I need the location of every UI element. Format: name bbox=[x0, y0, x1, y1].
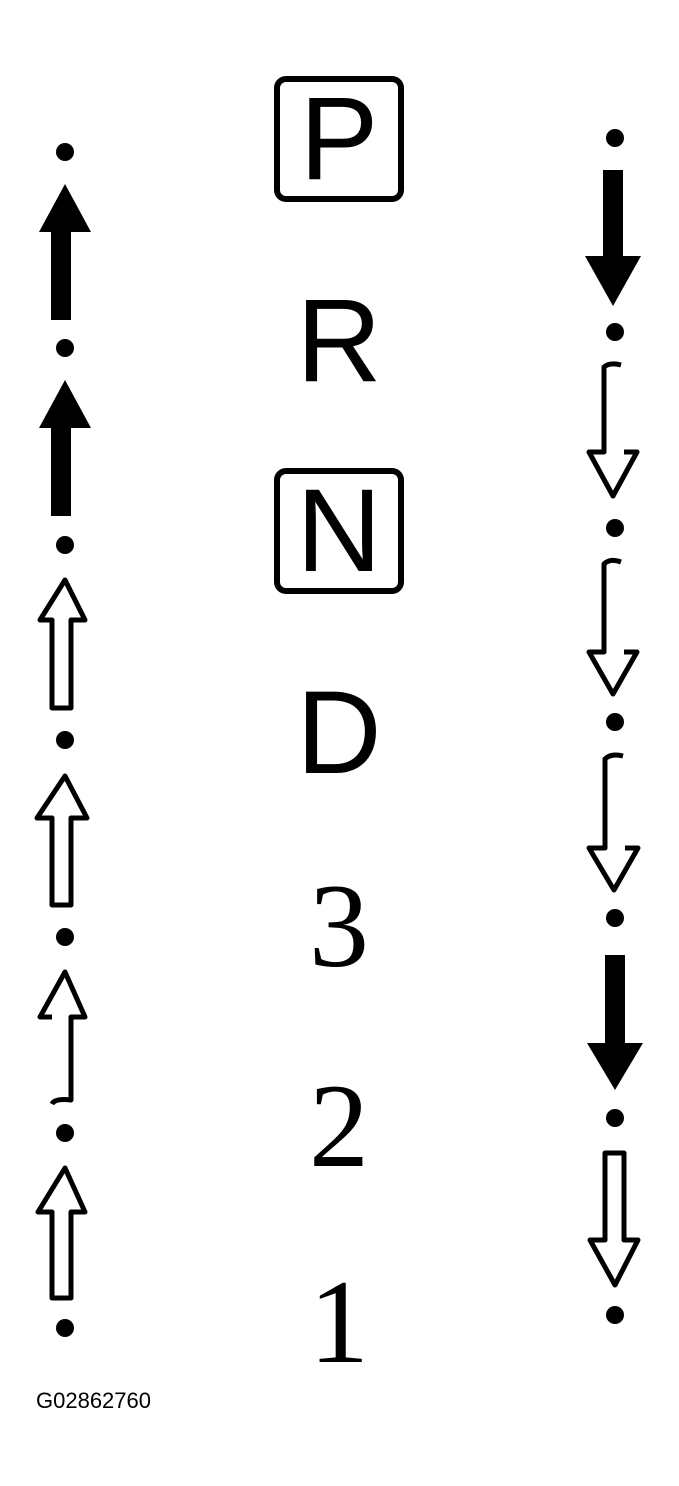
gear-position-1: 1 bbox=[274, 1262, 404, 1382]
gear-label: N bbox=[296, 465, 382, 597]
arrow-up-hollow-icon bbox=[35, 1165, 88, 1301]
position-dot bbox=[606, 713, 624, 731]
arrow-up-hollow-open-icon bbox=[37, 969, 88, 1106]
arrow-up-hollow-icon bbox=[34, 773, 90, 908]
downshift-column bbox=[565, 0, 665, 1486]
position-dot bbox=[56, 731, 74, 749]
downshift-arrows bbox=[585, 170, 643, 1288]
arrow-down-hollow-icon bbox=[587, 1150, 641, 1288]
position-dot bbox=[606, 909, 624, 927]
gear-position-r: R bbox=[274, 282, 404, 400]
gear-position-3: 3 bbox=[274, 866, 404, 986]
position-dot bbox=[606, 519, 624, 537]
gear-label: 2 bbox=[309, 1059, 369, 1192]
position-dot bbox=[606, 1109, 624, 1127]
position-dot bbox=[606, 1306, 624, 1324]
arrow-up-hollow-icon bbox=[37, 577, 88, 711]
gear-position-d: D bbox=[274, 674, 404, 792]
gear-label: 1 bbox=[309, 1255, 369, 1388]
position-dot bbox=[606, 323, 624, 341]
gear-label: P bbox=[299, 73, 379, 205]
position-dot bbox=[56, 536, 74, 554]
gear-label: R bbox=[296, 275, 382, 407]
gear-position-2: 2 bbox=[274, 1066, 404, 1186]
position-dot bbox=[56, 1124, 74, 1142]
arrow-down-hollow-open-icon bbox=[586, 557, 640, 697]
position-dot bbox=[56, 928, 74, 946]
position-dot bbox=[606, 129, 624, 147]
arrow-down-hollow-open-icon bbox=[586, 361, 640, 499]
arrow-down-filled-icon bbox=[587, 955, 643, 1090]
position-dot bbox=[56, 1319, 74, 1337]
upshift-arrows bbox=[34, 184, 91, 1301]
gear-label: D bbox=[296, 667, 382, 799]
arrow-up-filled-icon bbox=[39, 380, 91, 516]
gear-position-n: N bbox=[274, 468, 404, 594]
gear-label: 3 bbox=[309, 859, 369, 992]
figure-code: G02862760 bbox=[36, 1388, 151, 1413]
upshift-column bbox=[15, 0, 115, 1486]
position-dot bbox=[56, 339, 74, 357]
arrow-down-hollow-open-icon bbox=[586, 752, 641, 893]
gear-position-p: P bbox=[274, 76, 404, 202]
arrow-up-filled-icon bbox=[39, 184, 91, 320]
position-dot bbox=[56, 143, 74, 161]
arrow-down-filled-icon bbox=[585, 170, 641, 306]
